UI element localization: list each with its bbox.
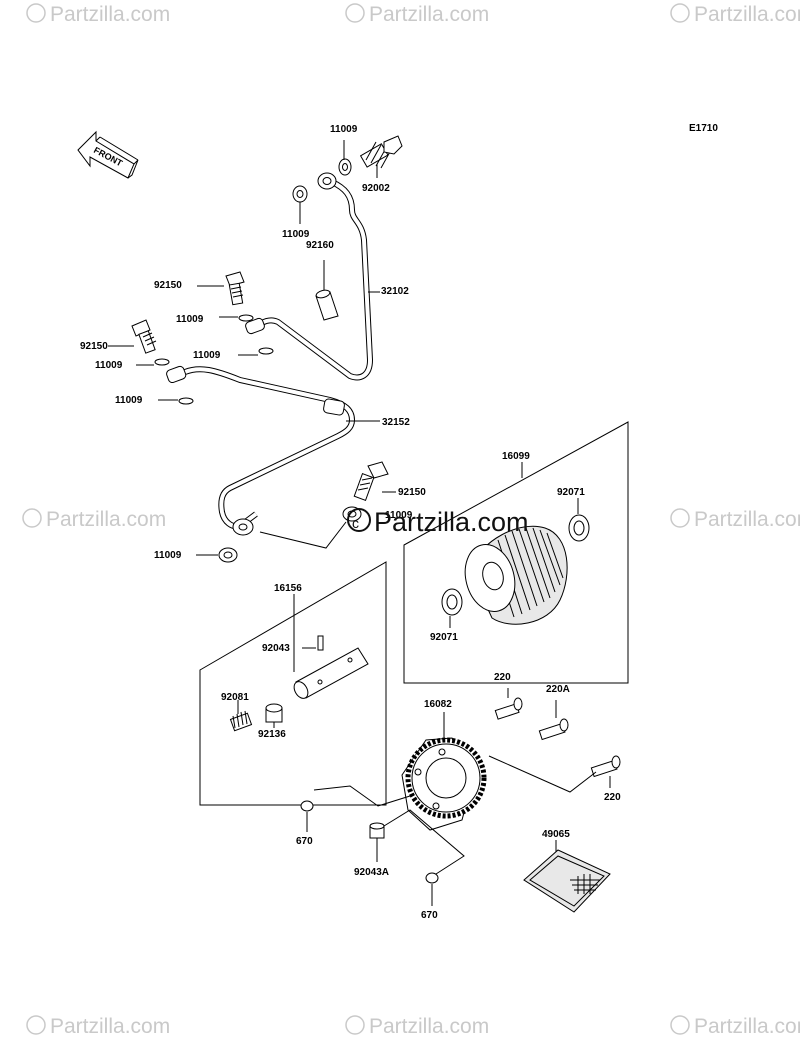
label-11009-b: 11009 [176,314,204,325]
washer-11009-c [258,347,274,355]
label-92136: 92136 [258,729,286,740]
watermark-top-left: Partzilla.com [26,3,170,26]
washer-11009-b [238,314,254,322]
svg-text:c: c [352,515,359,531]
sleeve-92136 [265,703,283,723]
spring-92081 [229,710,253,732]
bolt-92002 [359,135,403,169]
svg-text:Partzilla.com: Partzilla.com [374,507,529,537]
label-11009-f: 11009 [385,510,413,521]
label-92071-a: 92071 [557,487,585,498]
label-92043A: 92043A [354,867,389,878]
label-92043: 92043 [262,643,290,654]
label-92081: 92081 [221,692,249,703]
bolt-92150-b [131,319,157,354]
panel-relief-valve [199,561,387,806]
label-220A: 220A [546,684,570,695]
svg-text:Partzilla.com: Partzilla.com [50,3,170,26]
oil-pipe-32152 [183,366,356,530]
dowel-92043A [369,822,385,839]
label-11009-e: 11009 [115,395,143,406]
watermark-top-right: Partzilla.com [670,3,800,26]
label-11009-left: 11009 [282,229,310,240]
washer-11009-g [218,547,238,563]
banjo-fitting-top [317,172,337,190]
bolt-220A [538,718,569,741]
svg-text:Partzilla.com: Partzilla.com [369,1015,489,1038]
label-11009-d: 11009 [95,360,123,371]
label-32152: 32152 [382,417,410,428]
washer-11009-d [154,358,170,366]
svg-text:Partzilla.com: Partzilla.com [694,3,800,26]
watermark-mid-left: Partzilla.com [22,508,166,531]
banjo-fitting-left [166,365,187,384]
label-220-b: 220 [604,792,621,803]
sleeve-92160 [315,289,339,321]
label-32102: 32102 [381,286,409,297]
label-11009-top: 11009 [330,124,358,135]
label-92150-a: 92150 [154,280,182,291]
watermark-bottom-right: Partzilla.com [670,1015,800,1038]
label-92071-b: 92071 [430,632,458,643]
label-92150-b: 92150 [80,341,108,352]
watermark-top-center: Partzilla.com [345,3,489,26]
watermark-bottom-center: Partzilla.com [345,1015,489,1038]
o-ring-92071-b [441,588,463,616]
label-49065: 49065 [542,829,570,840]
svg-text:Partzilla.com: Partzilla.com [694,1015,800,1038]
leader-lines [108,140,611,906]
bolt-220-b [590,755,621,778]
bolt-92150-a [225,271,245,306]
oil-pump-16082 [401,737,487,831]
watermarks: Partzilla.com Partzilla.com Partzilla.co… [22,3,800,1038]
diagram-code: E1710 [689,123,718,134]
svg-text:Partzilla.com: Partzilla.com [694,508,800,531]
banjo-fitting-mid [245,317,265,335]
label-11009-g: 11009 [154,550,182,561]
label-16099: 16099 [502,451,530,462]
front-arrow-icon: FRONT [77,130,139,179]
svg-text:Partzilla.com: Partzilla.com [46,508,166,531]
label-11009-c: 11009 [193,350,221,361]
o-ring-92071-a [568,514,590,542]
valve-16156 [293,647,369,699]
washer-11009-top [338,158,352,176]
label-92150-c: 92150 [398,487,426,498]
banjo-fitting-clip [323,398,345,416]
o-ring-670-b [425,872,439,884]
pin-92043 [317,635,324,651]
label-670-b: 670 [421,910,438,921]
washer-11009-e [178,397,194,405]
o-ring-670-a [300,800,314,812]
svg-text:Partzilla.com: Partzilla.com [50,1015,170,1038]
watermark-mid-right: Partzilla.com [670,508,800,531]
screen-49065 [523,849,611,913]
oil-pipe-32102 [255,179,374,381]
watermark-center: c Partzilla.com [347,507,529,537]
oil-filter-16099 [464,525,568,625]
label-92002: 92002 [362,183,390,194]
label-670-a: 670 [296,836,313,847]
label-16156: 16156 [274,583,302,594]
watermark-bottom-left: Partzilla.com [26,1015,170,1038]
svg-text:Partzilla.com: Partzilla.com [369,3,489,26]
panel-oil-filter [403,421,629,684]
part-labels: 11009 92002 11009 92160 32102 92150 1100… [80,124,621,921]
label-92160: 92160 [306,240,334,251]
bolt-92150-c [353,461,389,501]
banjo-fitting-bottom [232,518,254,536]
bolt-220-a [494,697,523,720]
washer-11009-left [292,185,308,203]
label-16082: 16082 [424,699,452,710]
label-220-a: 220 [494,672,511,683]
